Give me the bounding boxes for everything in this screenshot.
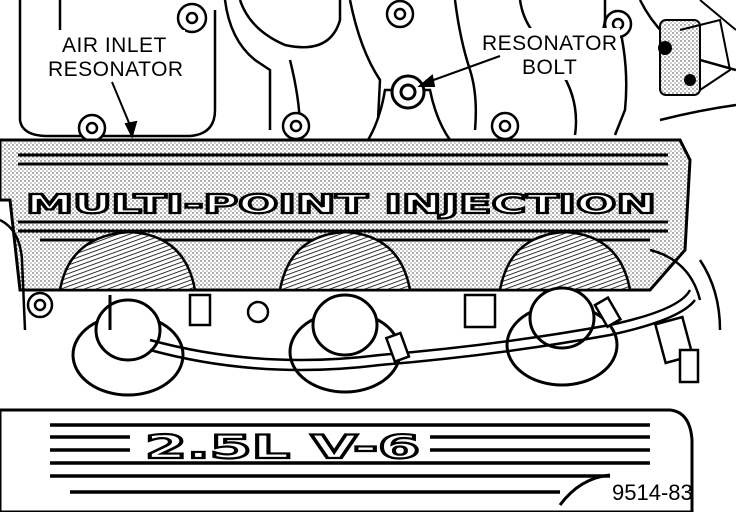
air-inlet-label-line2: RESONATOR [48, 58, 184, 81]
runner-arch [498, 230, 632, 292]
resonator-bolt-boss [365, 88, 453, 142]
engine-cover-embossed-text: 2.5L V-6 [145, 428, 420, 466]
cover-corner-curve [558, 473, 611, 506]
fuel-injector [505, 286, 619, 387]
figure-number: 9514-83 [612, 480, 693, 505]
fuel-injector [288, 293, 402, 394]
bolt-head [176, 2, 208, 34]
harness-connector [653, 259, 722, 384]
fuel-injector [71, 295, 185, 397]
fuel-injectors [71, 286, 619, 397]
callout-leaders [111, 55, 501, 139]
bolt-head [385, 0, 415, 29]
runner-arch [58, 230, 197, 292]
resonator-bolt-label-line2: BOLT [522, 56, 577, 79]
manifold-embossed-text: MULTI-POINT INJECTION [26, 190, 656, 220]
bolt-head [490, 111, 520, 141]
bolt-head [77, 113, 107, 143]
wiring-harness [149, 248, 702, 372]
runner-arch [278, 230, 412, 292]
bolt-head [281, 111, 311, 141]
left-manifold-edge [0, 218, 270, 331]
runner-arches [58, 230, 632, 292]
resonator-bolt-label-line1: RESONATOR [482, 32, 618, 55]
engine-cover-ribs [50, 423, 650, 494]
throttle-body-area [658, 0, 736, 96]
air-inlet-label-line1: AIR INLET [62, 34, 167, 57]
resonator-bolt [390, 74, 426, 110]
